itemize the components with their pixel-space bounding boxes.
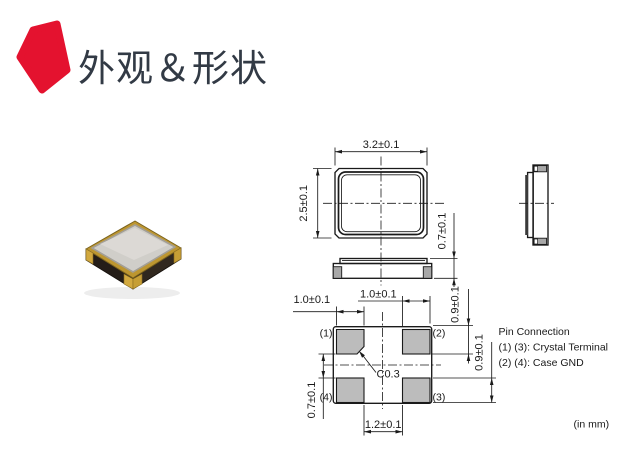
dim-pad-gap-horizontal: 1.2±0.1 — [363, 405, 403, 436]
top-view — [323, 156, 445, 286]
component-photo — [84, 220, 182, 299]
brand-logo-outline — [16, 20, 71, 94]
page-header: 外观＆形状 — [0, 0, 627, 100]
pad-3 — [401, 377, 431, 404]
pin-3-label: (3) — [433, 392, 446, 404]
brand-logo-icon — [16, 20, 71, 94]
dim-label-2-5: 2.5±0.1 — [298, 185, 310, 222]
dim-label-0-7-height: 0.7±0.1 — [437, 213, 449, 250]
dim-label-0-7-gap: 0.7±0.1 — [306, 382, 318, 419]
pad-2 — [401, 328, 431, 355]
pad-1 — [335, 328, 365, 355]
dim-front-height: 0.7±0.1 — [430, 213, 458, 287]
pin-connection-gnd: (2) (4): Case GND — [499, 357, 585, 369]
side-view-lid-edge — [525, 175, 528, 235]
dim-pad3-height: 0.9±0.1 — [433, 334, 496, 403]
pin-2-label: (2) — [433, 328, 446, 340]
dim-pad-gap-vertical: 0.7±0.1 — [306, 353, 336, 419]
dim-label-1-0-left: 1.0±0.1 — [294, 294, 331, 306]
pad-4 — [335, 377, 365, 404]
pin-connection-title: Pin Connection — [499, 326, 570, 338]
pin-connection-note: Pin Connection (1) (3): Crystal Terminal… — [499, 326, 609, 369]
pin-1-label: (1) — [320, 328, 333, 340]
front-view-lid — [339, 257, 428, 265]
front-view-body — [332, 262, 433, 279]
dim-label-1-2: 1.2±0.1 — [365, 419, 402, 431]
metal-lid-highlight — [100, 228, 168, 260]
chamfer-label: C0.3 — [377, 369, 400, 381]
side-view — [519, 164, 554, 246]
pad-layout: C0.3 (1) (2) (4) (3) — [320, 312, 446, 409]
dim-top-height: 2.5±0.1 — [298, 168, 332, 239]
side-view-body — [532, 164, 549, 246]
dim-pad2-width: 1.0±0.1 — [358, 289, 431, 326]
dim-label-3-2: 3.2±0.1 — [363, 139, 400, 151]
gold-terminal-front-right — [132, 273, 143, 290]
dim-label-0-9-upper: 0.9±0.1 — [450, 286, 462, 323]
pin-4-label: (4) — [320, 392, 333, 404]
front-view — [332, 257, 433, 279]
side-view-pad-top — [533, 165, 548, 173]
dim-top-width: 3.2±0.1 — [334, 139, 428, 166]
gold-terminal-right — [173, 247, 182, 264]
front-view-pad-left — [332, 266, 343, 279]
units-note: (in mm) — [574, 419, 610, 431]
photo-shadow — [84, 287, 180, 299]
dim-label-0-9-lower: 0.9±0.1 — [474, 334, 486, 371]
technical-drawing: 3.2±0.1 2.5±0.1 0.7±0.1 — [293, 139, 610, 436]
page-title: 外观＆形状 — [78, 48, 268, 89]
top-view-case-outline — [334, 167, 428, 239]
dim-pad1-width: 1.0±0.1 — [293, 294, 365, 326]
gold-terminal-left — [85, 248, 94, 265]
front-view-pad-right — [422, 266, 433, 279]
dim-pad2-height: 0.9±0.1 — [431, 286, 473, 364]
side-view-pad-bottom — [533, 237, 548, 245]
pin-connection-crystal: (1) (3): Crystal Terminal — [499, 342, 609, 354]
dim-label-1-0-top: 1.0±0.1 — [360, 289, 397, 301]
